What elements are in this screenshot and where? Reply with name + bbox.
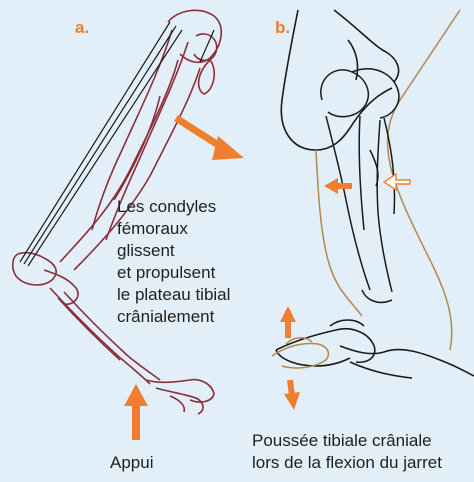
patella xyxy=(199,60,215,94)
support-arrow-a xyxy=(124,384,148,440)
caption-line: glissent xyxy=(117,240,230,262)
cranial-arrow-b xyxy=(324,178,352,194)
panel-b-upper-hand xyxy=(281,10,398,150)
orange-thrust-arrow-icon xyxy=(212,136,244,160)
panel-b-caption: Poussée tibiale crâniale lors de la flex… xyxy=(252,430,442,474)
caption-line: lors de la flexion du jarret xyxy=(252,452,442,474)
caption-line: Poussée tibiale crâniale xyxy=(252,430,442,452)
panel-b-paw xyxy=(272,338,328,368)
upper-hand xyxy=(281,10,392,150)
thrust-arrow-a xyxy=(176,118,244,160)
panel-b-lower-hand xyxy=(276,320,474,378)
caption-line: le plateau tibial xyxy=(117,284,230,306)
paw-up-arrow-b xyxy=(280,306,296,338)
orange-thrust-arrow-icon xyxy=(324,178,338,194)
paw-down-arrow-b xyxy=(284,380,300,410)
femur-b xyxy=(321,70,368,117)
toes xyxy=(146,380,214,402)
hock xyxy=(13,253,56,285)
fibula-b xyxy=(384,118,395,214)
tibia-b xyxy=(326,116,370,290)
caption-line: Les condyles xyxy=(117,196,230,218)
panel-b-letter: b. xyxy=(275,18,290,38)
panel-a-letter: a. xyxy=(75,18,89,38)
caption-line: crânialement xyxy=(117,306,230,328)
orange-support-arrow-icon xyxy=(124,384,148,406)
caption-line: et propulsent xyxy=(117,262,230,284)
panel-a-caption: Les condyles fémoraux glissent et propul… xyxy=(117,196,230,328)
support-label: Appui xyxy=(110,452,153,474)
caption-line: fémoraux xyxy=(117,218,230,240)
